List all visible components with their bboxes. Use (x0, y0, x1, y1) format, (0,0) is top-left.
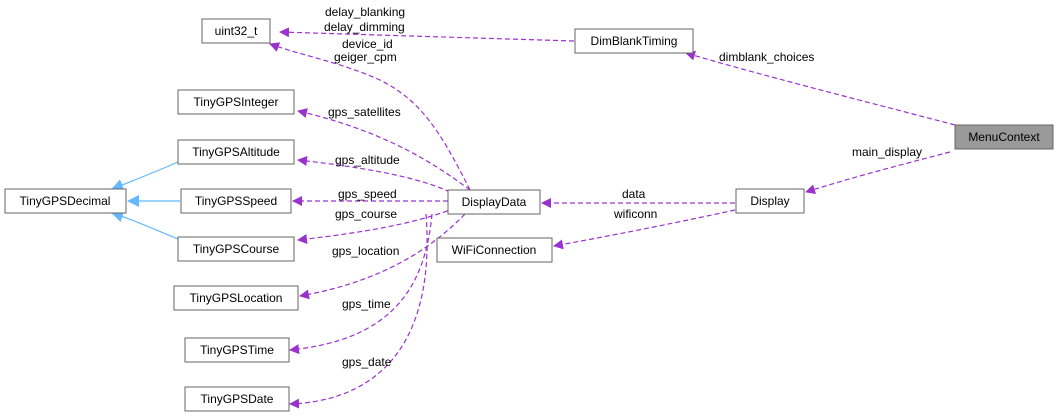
node-dimblanktiming[interactable]: DimBlankTiming (574, 28, 694, 54)
edge-menucontext-dimblanktiming (685, 50, 956, 126)
node-display[interactable]: Display (735, 188, 805, 214)
node-label: TinyGPSAltitude (192, 145, 280, 159)
node-label: DisplayData (462, 195, 527, 209)
edge-label-geiger-cpm: geiger_cpm (334, 50, 397, 64)
edge-label-gps-location: gps_location (332, 244, 399, 258)
node-tinygpsdecimal[interactable]: TinyGPSDecimal (4, 188, 127, 214)
edge-label-device-id: device_id (342, 37, 393, 51)
node-label: WiFiConnection (452, 243, 537, 257)
edge-label-main-display: main_display (852, 145, 922, 159)
edge-displaydata-tinygpscourse (297, 207, 456, 244)
node-label: TinyGPSLocation (190, 291, 283, 305)
node-uint32-t[interactable]: uint32_t (201, 18, 271, 44)
edge-label-data: data (622, 187, 646, 201)
node-tinygpsspeed[interactable]: TinyGPSSpeed (180, 188, 292, 214)
edge-label-gps-speed: gps_speed (338, 187, 397, 201)
node-tinygpslocation[interactable]: TinyGPSLocation (173, 285, 299, 311)
edge-displaydata-uint32 (269, 42, 471, 191)
node-label: DimBlankTiming (591, 34, 678, 48)
edge-dimblanktiming-uint32 (279, 27, 575, 42)
node-label: uint32_t (215, 24, 258, 38)
edge-displaydata-tinygpsdate (289, 213, 428, 409)
node-tinygpscourse[interactable]: TinyGPSCourse (177, 236, 295, 262)
edge-tinygpscourse-tinygpsdecimal (111, 210, 179, 240)
edge-tinygpsaltitude-tinygpsdecimal (111, 161, 179, 191)
node-label: TinyGPSTime (200, 343, 274, 357)
node-menucontext[interactable]: MenuContext (954, 124, 1054, 150)
edge-label-gps-altitude: gps_altitude (335, 153, 400, 167)
node-label: TinyGPSInteger (194, 95, 279, 109)
edge-label-delay-dimming: delay_dimming (324, 20, 405, 34)
edge-label-delay-blanking: delay_blanking (325, 5, 405, 19)
edge-menucontext-display (805, 151, 951, 195)
edge-displaydata-tinygpsinteger (297, 108, 471, 191)
node-tinygpsinteger[interactable]: TinyGPSInteger (177, 89, 295, 115)
node-label: TinyGPSDate (201, 392, 274, 406)
edge-displaydata-tinygpsaltitude (297, 156, 451, 193)
edge-displaydata-tinygpstime (289, 213, 433, 355)
node-displaydata[interactable]: DisplayData (447, 189, 541, 215)
node-tinygpsaltitude[interactable]: TinyGPSAltitude (177, 139, 295, 165)
node-label: TinyGPSDecimal (20, 194, 111, 208)
node-label: Display (750, 194, 789, 208)
node-wificonnection[interactable]: WiFiConnection (436, 237, 553, 263)
node-label: TinyGPSSpeed (195, 194, 277, 208)
node-label: TinyGPSCourse (193, 242, 280, 256)
edge-label-gps-time: gps_time (342, 297, 391, 311)
edge-label-gps-satellites: gps_satellites (328, 105, 401, 119)
edge-label-gps-course: gps_course (335, 207, 397, 221)
node-label: MenuContext (968, 130, 1040, 144)
node-tinygpsdate[interactable]: TinyGPSDate (184, 386, 290, 412)
edge-display-wificonnection (553, 209, 736, 250)
edge-label-dimblank-choices: dimblank_choices (719, 50, 814, 64)
edge-label-gps-date: gps_date (342, 355, 392, 369)
edge-displaydata-tinygpslocation (299, 213, 466, 300)
node-tinygpstime[interactable]: TinyGPSTime (184, 337, 290, 363)
edge-label-wificonn: wificonn (613, 207, 657, 221)
